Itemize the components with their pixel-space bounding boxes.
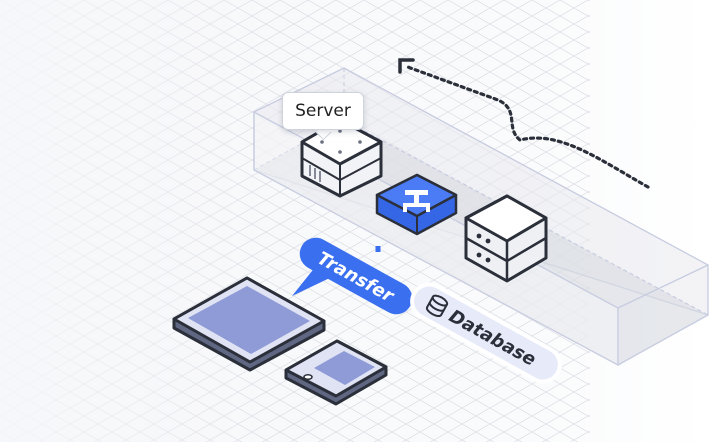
server-tooltip: Server [282, 92, 364, 130]
server-label: Server [295, 101, 351, 121]
storage-server-icon[interactable] [464, 194, 548, 283]
database-icon [425, 294, 449, 318]
network-icon[interactable] [375, 173, 458, 236]
dotted-arrow [398, 58, 650, 189]
tablet-icon[interactable] [172, 276, 326, 372]
phone-icon[interactable] [284, 339, 388, 406]
